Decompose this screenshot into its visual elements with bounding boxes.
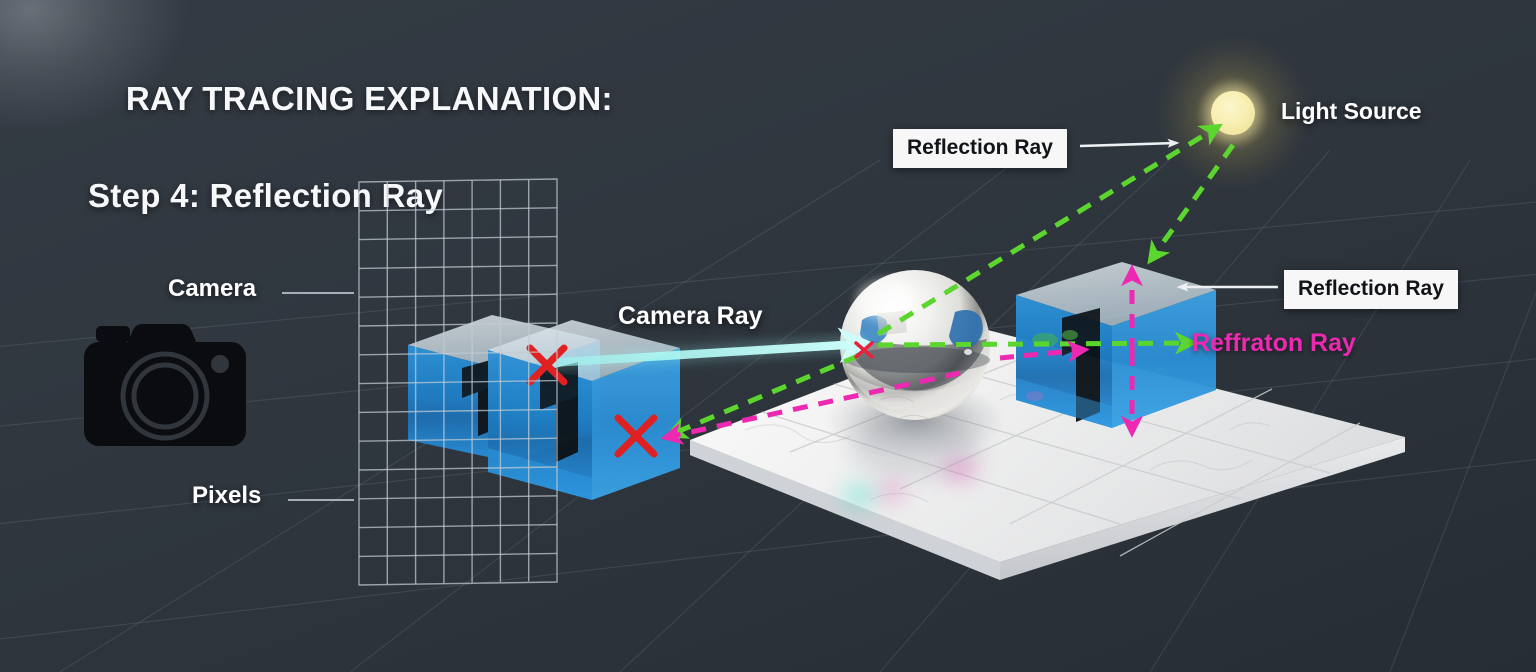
title-line-1: RAY TRACING EXPLANATION: [125,79,613,117]
reflection-ray-light-to-cube [1147,143,1236,265]
camera-leader-line [282,292,354,294]
reflection-ray-callout-top: Reflection Ray [893,129,1067,168]
pixels-leader-line [288,499,354,501]
hit-point-sphere-marker [854,341,874,359]
reflection-ray-to-light [876,123,1223,337]
reflection-ray-through-cube [877,331,1199,355]
camera-ray-line [543,327,875,372]
red-x-marker-box [614,414,658,458]
camera-label: Camera [168,275,257,302]
refraction-ray-into-cube [999,340,1090,363]
camera-ray-label: Camera Ray [618,302,763,330]
page-title: RAY TRACING EXPLANATION: Step 4: Reflect… [88,26,613,317]
title-line-2: Step 4: Reflection Ray [88,176,444,214]
refraction-ray-label: Reffraton Ray [1192,329,1356,357]
pixels-label: Pixels [192,482,262,509]
light-source-label: Light Source [1281,98,1422,124]
image-plane-pixel-grid [358,178,558,586]
camera-icon [84,324,246,446]
red-x-marker-grid [526,344,568,386]
reflection-ray-callout-right: Reflection Ray [1284,270,1458,309]
glass-cube-right [1016,262,1216,428]
reflection-callout-arrow-top [1079,138,1180,148]
reflection-ray-sphere-to-pixel [664,353,859,439]
